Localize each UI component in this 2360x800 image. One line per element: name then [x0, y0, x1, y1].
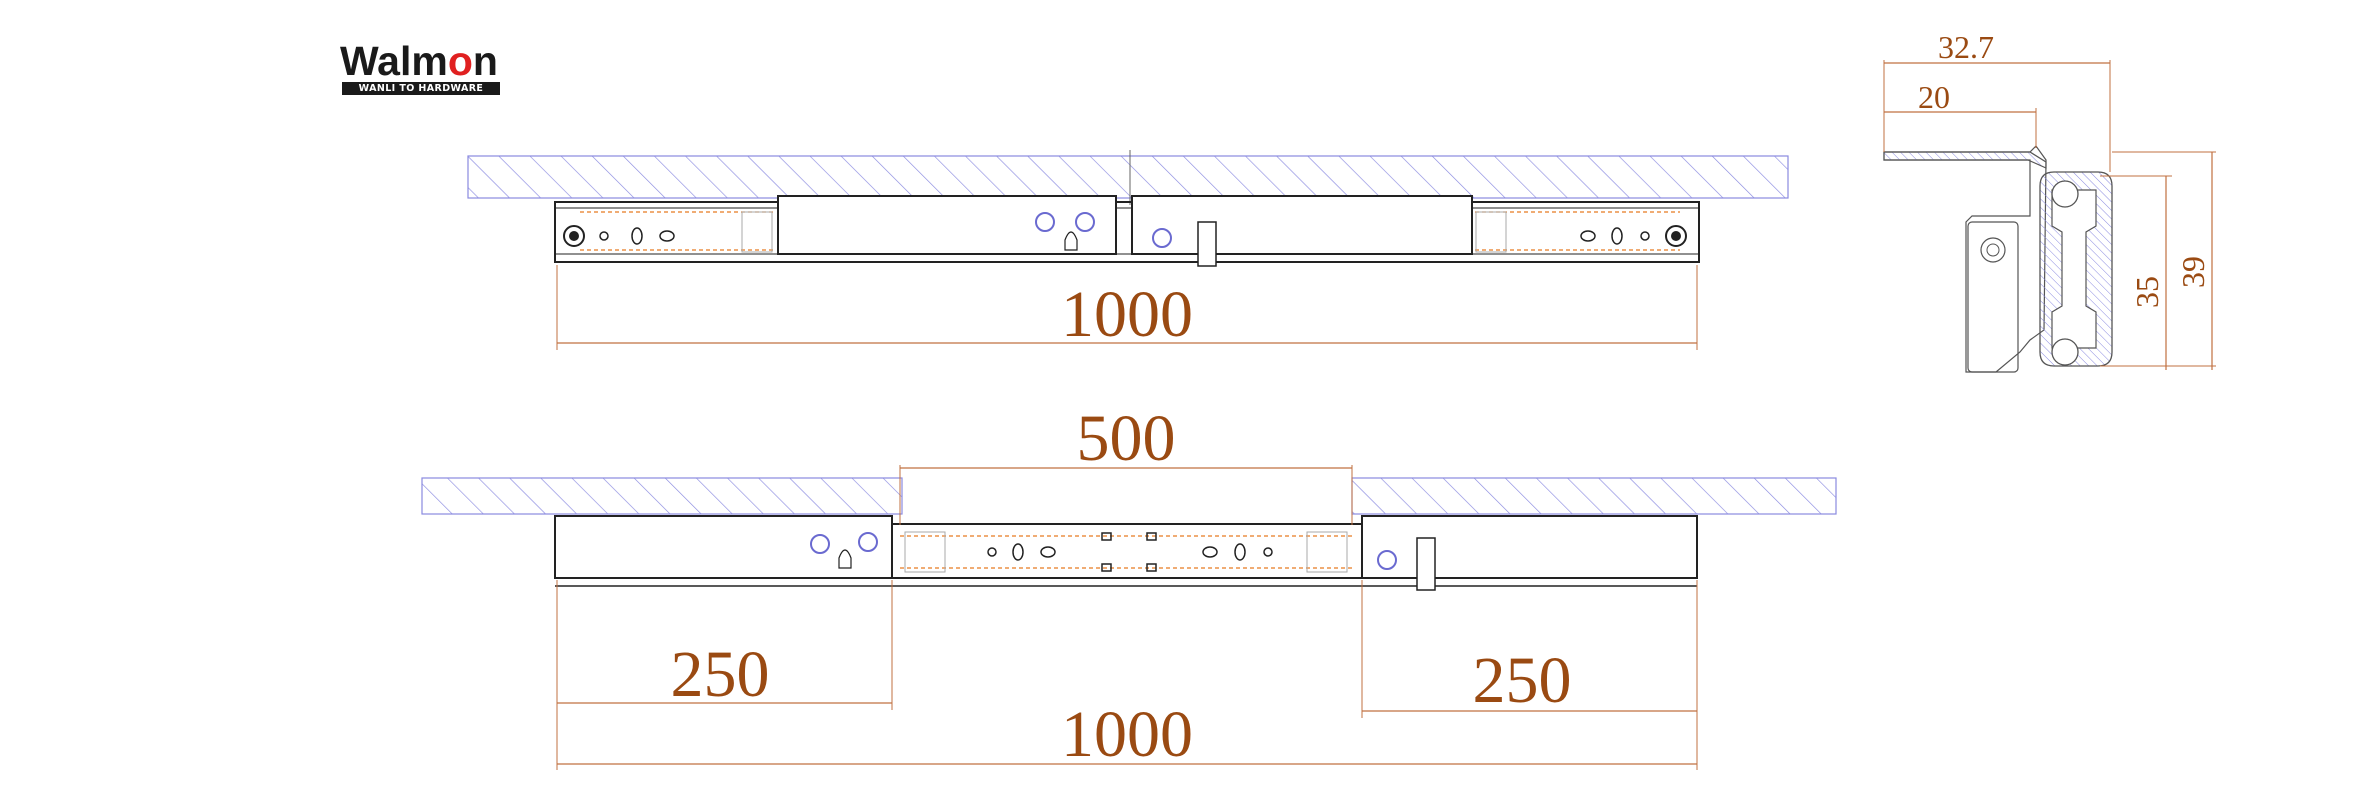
logo-accent-dot: o: [447, 38, 473, 84]
drawer-member-right: [1361, 515, 1698, 579]
bolt: [1035, 212, 1055, 232]
bolt: [1152, 228, 1172, 248]
mount-hole: [1665, 225, 1687, 247]
outer-width-label: 32.7: [1938, 29, 1994, 65]
closed-view: 1000: [467, 150, 1789, 351]
release-lever: [1197, 221, 1217, 267]
cabinet-top-hatch: [467, 155, 1789, 199]
inner-member-right: [1131, 195, 1473, 255]
ball-bearing: [2051, 180, 2079, 208]
outer-height-label: 39: [2175, 256, 2211, 288]
closed-slide: [554, 195, 1700, 267]
brand-logo: Walmon WANLI TO HARDWARE: [340, 40, 510, 98]
top-flange: [1883, 151, 2047, 169]
right-extension-label: 250: [1473, 644, 1572, 717]
section-dimensions: 32.7 20 35 39: [1883, 29, 2216, 370]
inner-height-label: 35: [2129, 276, 2165, 308]
bolt: [810, 534, 830, 554]
release-lever: [1416, 537, 1436, 591]
bolt: [858, 532, 878, 552]
left-extension-label: 250: [671, 638, 770, 711]
bolt: [1377, 550, 1397, 570]
open-view: 500 250 250 1000: [421, 402, 1837, 771]
cabinet-right-hatch: [1351, 477, 1837, 515]
bolt: [1075, 212, 1095, 232]
inner-width-label: 20: [1918, 79, 1950, 115]
closed-dimension: 1000: [556, 265, 1698, 351]
open-slide: [554, 515, 1698, 591]
logo-wordmark: Walmon: [340, 38, 498, 84]
ball-bearing: [2051, 338, 2079, 366]
open-dimensions: 500 250 250 1000: [556, 402, 1698, 771]
open-length-label: 1000: [1061, 698, 1193, 771]
logo-tagline: WANLI TO HARDWARE: [342, 82, 500, 95]
mounting-bracket: [1883, 145, 2047, 373]
cabinet-left-hatch: [421, 477, 903, 515]
mount-hole: [563, 225, 585, 247]
cabinet-member: [891, 523, 1363, 579]
cross-section: 32.7 20 35 39: [1883, 29, 2216, 373]
inner-member-left: [777, 195, 1117, 255]
closed-length-label: 1000: [1061, 278, 1193, 351]
drawer-member-left: [554, 515, 893, 579]
center-travel-label: 500: [1077, 402, 1176, 475]
